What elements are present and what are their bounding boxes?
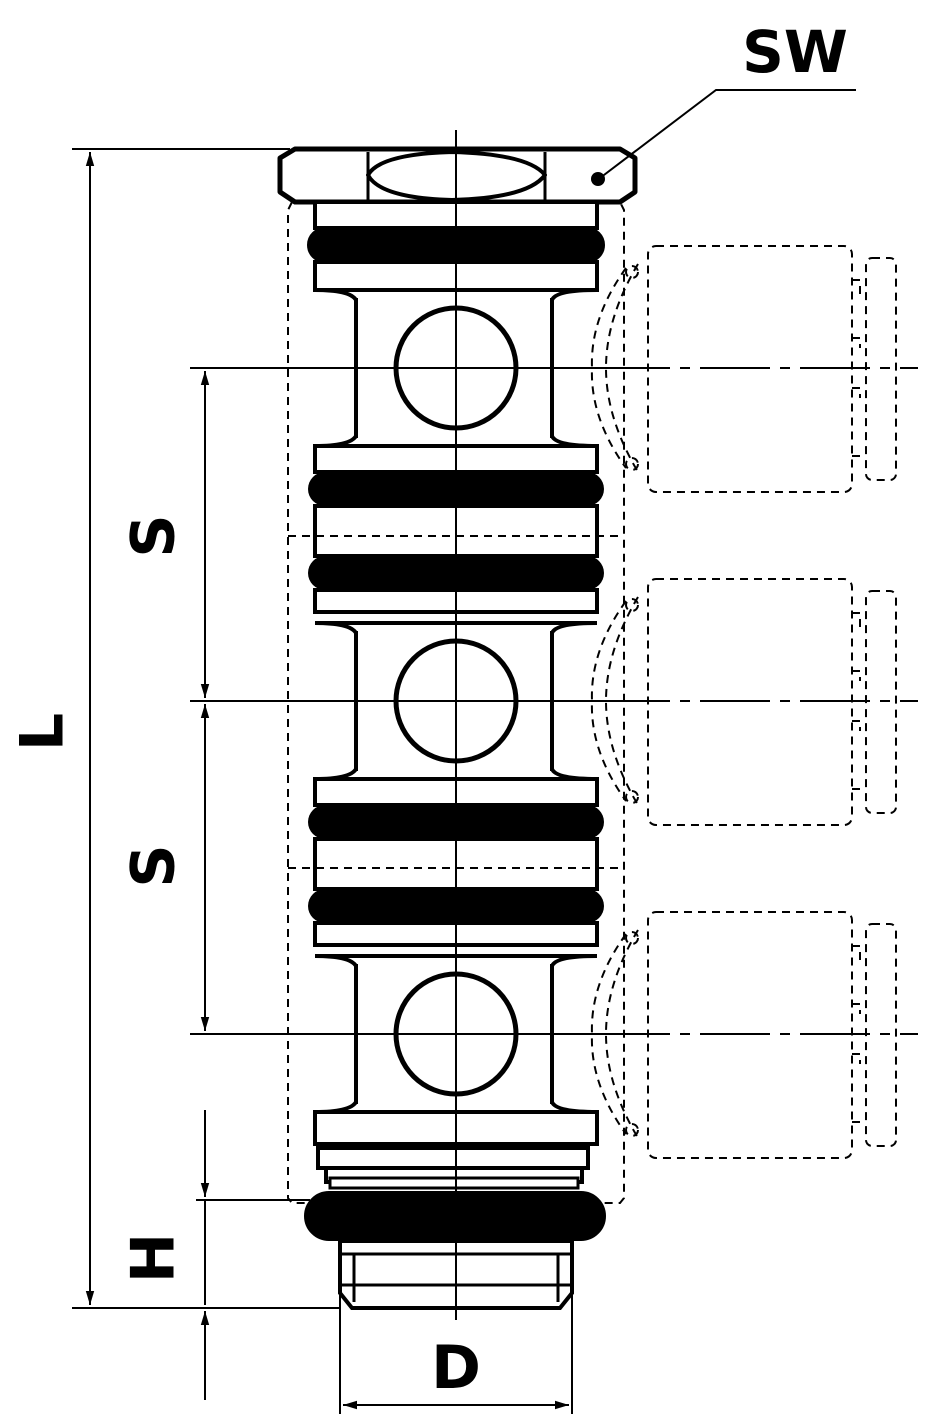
connector-clip xyxy=(625,931,639,945)
connector-teeth xyxy=(852,945,861,1123)
centerlines xyxy=(190,130,918,1320)
connector-clip xyxy=(625,265,639,279)
connector-arc xyxy=(590,267,627,469)
connector-arc xyxy=(590,600,627,802)
dimension-D xyxy=(339,1290,573,1414)
dimension-D-label: D xyxy=(431,1333,481,1403)
connector-arc xyxy=(604,263,639,473)
sw-leader xyxy=(591,89,856,186)
dimension-H-label: H xyxy=(119,1233,189,1283)
dimension-S-upper-label: S xyxy=(119,514,189,557)
connector-clip xyxy=(625,790,639,804)
dimension-L xyxy=(72,148,340,1309)
connector-clip xyxy=(625,1123,639,1137)
dimension-L-label: L xyxy=(8,713,78,751)
sw-label: SW xyxy=(742,18,848,86)
connector-teeth xyxy=(852,279,861,457)
connector-clip xyxy=(625,598,639,612)
connector-arc xyxy=(590,933,627,1135)
connector-teeth xyxy=(852,612,861,790)
connector-arc xyxy=(604,596,639,806)
connector-arc xyxy=(604,929,639,1139)
dimension-H xyxy=(196,1110,310,1400)
dimension-S-lower-label: S xyxy=(119,844,189,887)
hex-nut xyxy=(277,146,638,205)
connector-clip xyxy=(625,457,639,471)
